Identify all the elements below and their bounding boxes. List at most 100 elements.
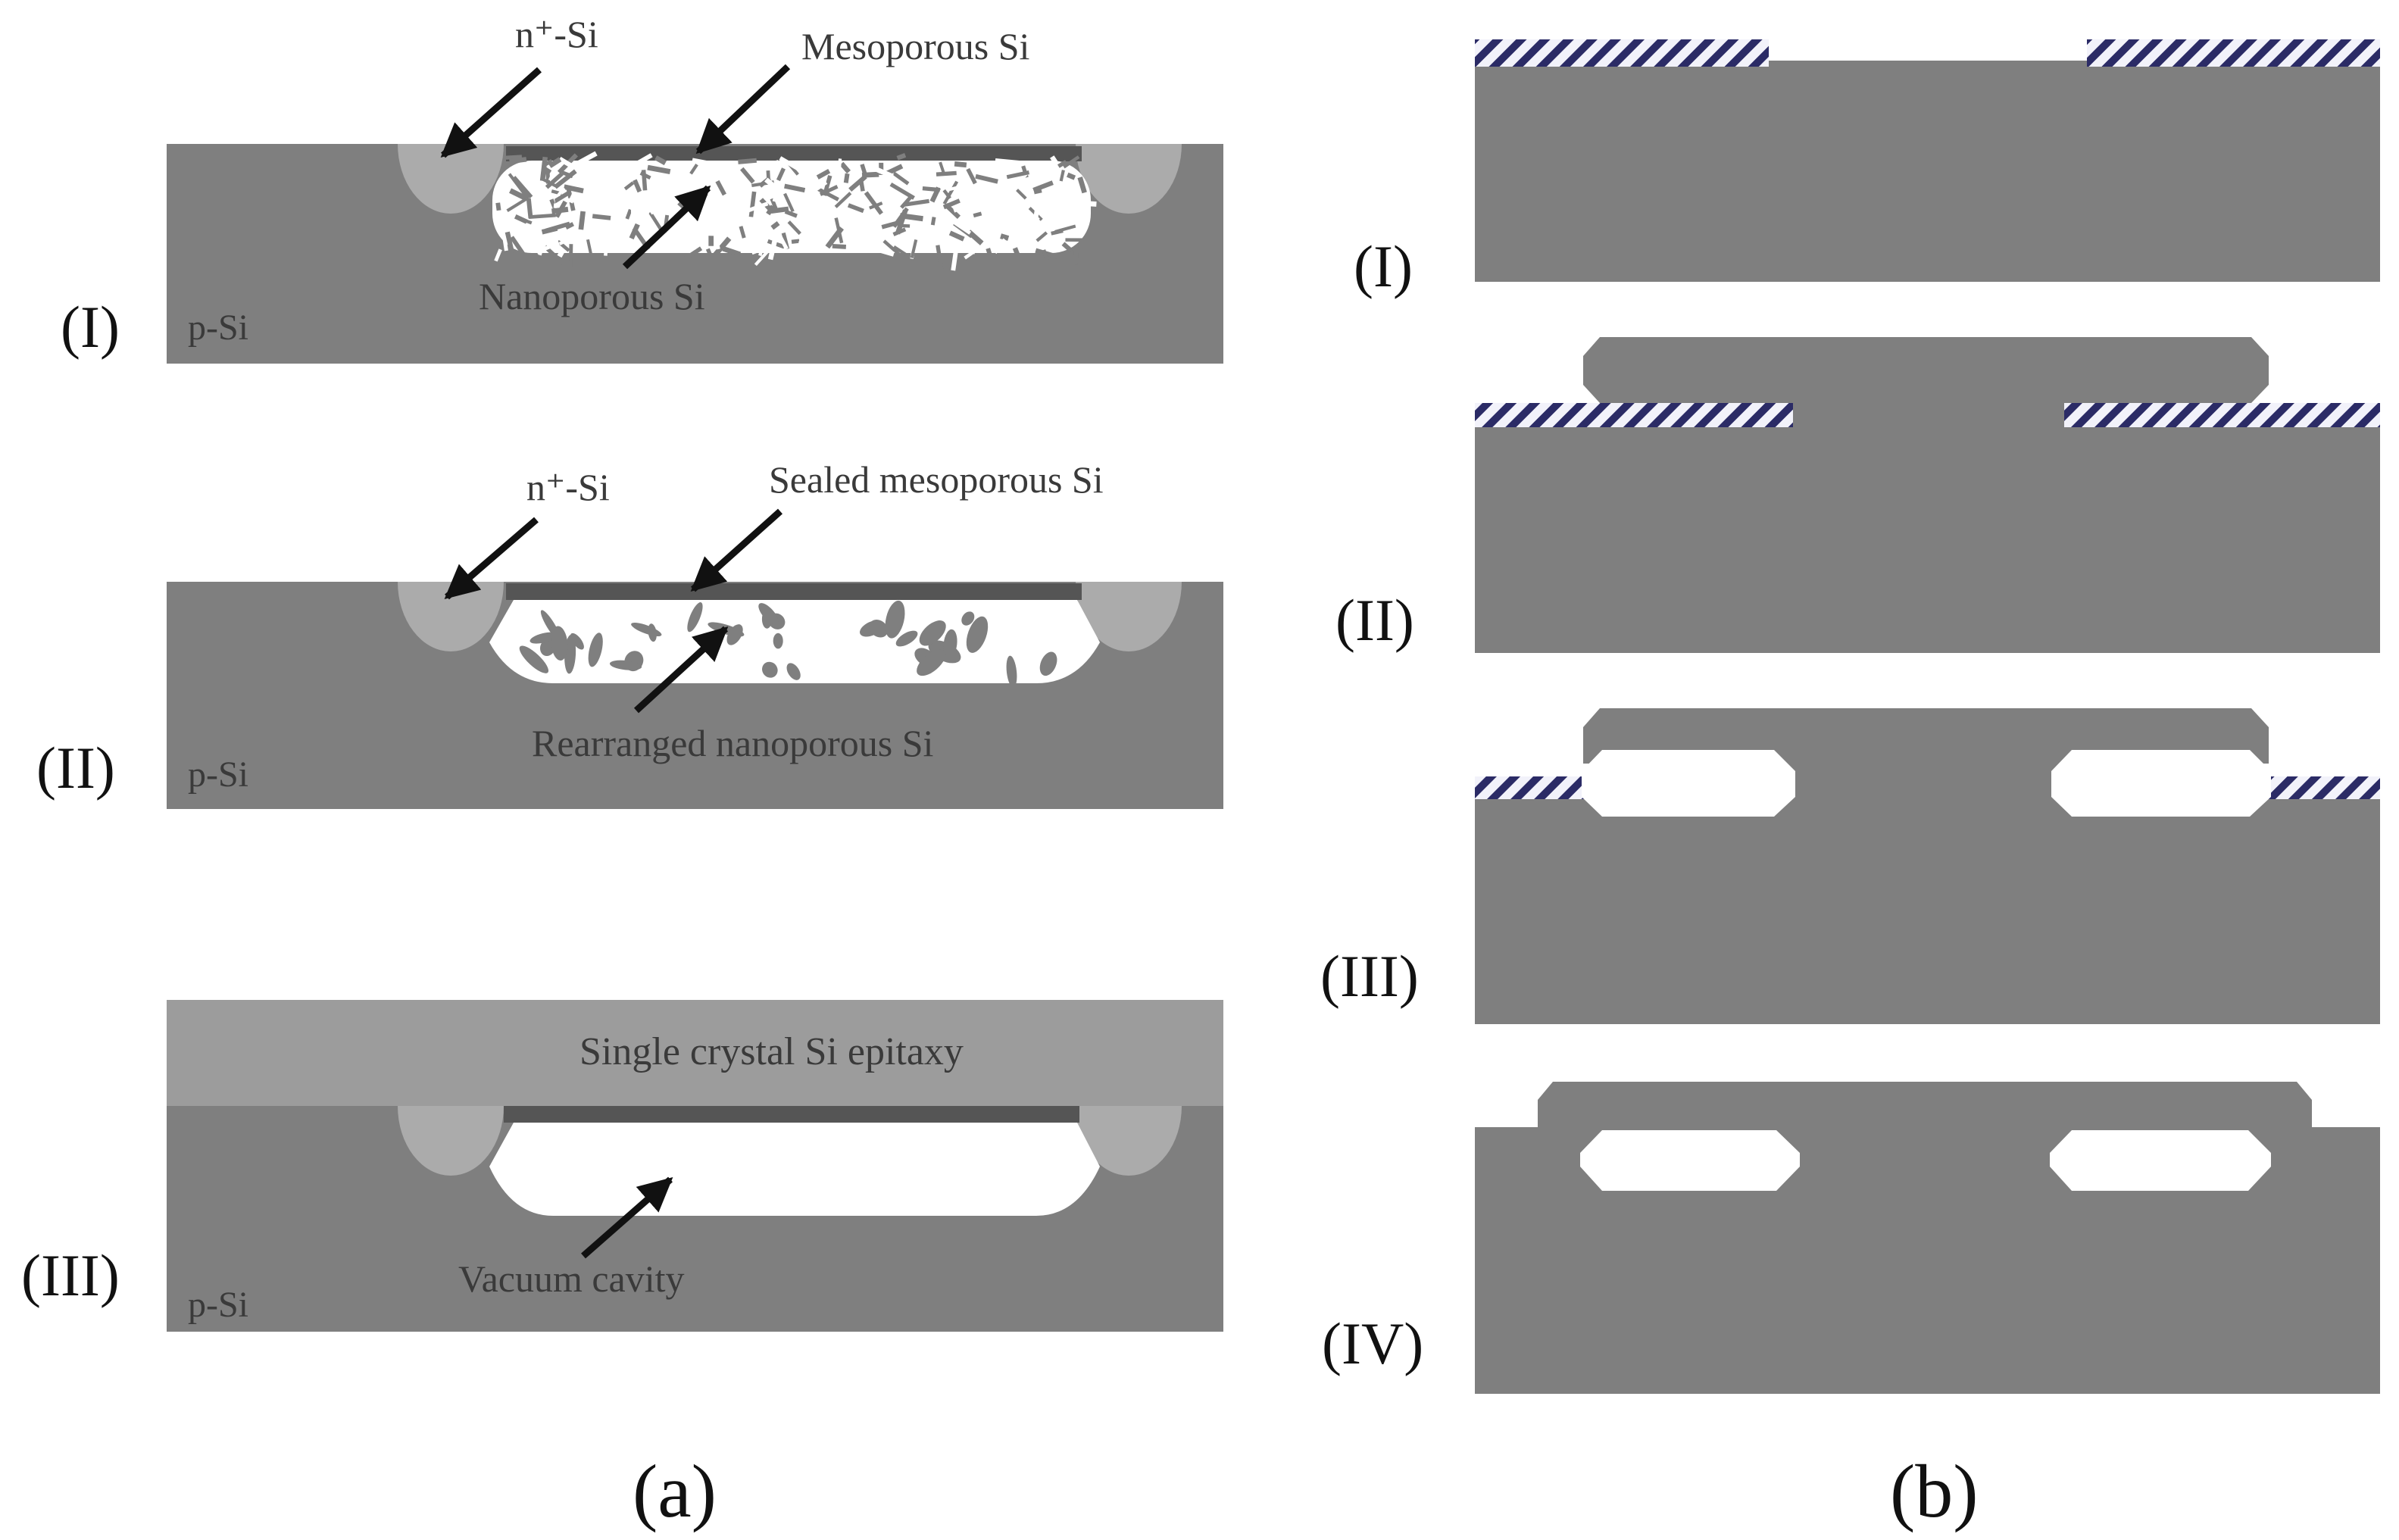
arrow: [581, 1176, 673, 1259]
pore-fiber: [992, 238, 1007, 255]
pore-fiber: [536, 241, 560, 255]
merged-si-layer: [1538, 1082, 2312, 1129]
silicon-blob: [761, 609, 773, 629]
pore-fiber: [656, 189, 667, 201]
pore-fiber: [586, 239, 593, 255]
pore-fiber: [689, 164, 698, 175]
panel-b-step-3: (III): [1320, 708, 2380, 1024]
panel-b-caption: (b): [1890, 1449, 1979, 1533]
pore-fiber: [776, 231, 789, 250]
pore-fiber: [494, 248, 502, 262]
pore-fiber: [558, 236, 573, 245]
pore-fiber: [783, 192, 795, 213]
pore-fiber: [696, 217, 708, 241]
pore-fiber: [791, 239, 800, 244]
pore-fiber: [942, 198, 961, 210]
pore-fiber: [766, 205, 776, 216]
pore-fiber: [654, 155, 667, 166]
pore-fiber: [1033, 189, 1042, 195]
pore-fiber: [672, 175, 694, 180]
arrow: [690, 508, 783, 592]
pore-fiber: [585, 220, 598, 239]
pore-fiber: [607, 218, 617, 229]
step-label: (II): [1335, 587, 1414, 653]
pore-fiber: [776, 167, 786, 182]
pore-fiber: [1017, 215, 1040, 238]
n-plus-si-region-left: [398, 582, 504, 651]
pore-fiber: [543, 158, 553, 167]
panel-a-caption: (a): [633, 1449, 717, 1533]
pore-fiber: [571, 151, 598, 169]
pore-fiber: [930, 217, 936, 226]
silicon-blob: [570, 633, 584, 650]
silicon-blob: [895, 630, 918, 647]
mesoporous-si-label: Mesoporous Si: [801, 25, 1029, 67]
pore-fiber: [904, 198, 929, 207]
pore-fiber: [823, 202, 835, 212]
si-substrate: [1475, 424, 2380, 653]
rearranged-nanoporous-texture: [519, 600, 1057, 688]
silicon-blob: [529, 632, 558, 644]
pore-fiber: [948, 230, 965, 242]
pore-fiber: [1022, 180, 1034, 187]
substrate-label: p-Si: [188, 308, 248, 348]
sealed-mesoporous-si-layer: [506, 583, 1082, 600]
silicon-blob: [869, 619, 889, 638]
pore-fiber: [551, 206, 569, 214]
pore-fiber: [929, 186, 941, 203]
pore-fiber: [764, 177, 780, 192]
pore-fiber: [566, 198, 575, 203]
pore-fiber: [708, 163, 715, 173]
panel-b-step-2: (II): [1335, 337, 2380, 653]
n-plus-si-region-right: [1076, 1106, 1182, 1176]
pore-fiber: [554, 226, 574, 249]
pore-fiber: [951, 244, 976, 255]
pore-fiber: [772, 189, 780, 202]
silicon-blob: [762, 661, 778, 678]
pore-fiber: [1059, 170, 1065, 182]
pore-fiber: [578, 228, 586, 237]
pore-fiber: [1032, 180, 1054, 192]
grown-si-layer: [1583, 708, 2269, 764]
pore-fiber: [592, 214, 611, 220]
single-crystal-si-epitaxy-layer: [167, 1000, 1223, 1106]
pore-fiber: [545, 172, 564, 189]
pore-fiber: [1016, 189, 1027, 200]
pore-fiber: [639, 195, 656, 215]
pore-fiber: [496, 189, 504, 206]
pore-fiber: [895, 209, 908, 235]
nanoporous-texture: [494, 151, 1097, 273]
silicon-blob: [919, 620, 946, 646]
pore-fiber: [1073, 245, 1079, 266]
pore-fiber: [767, 233, 779, 261]
pore-fiber: [683, 246, 703, 261]
arrow: [695, 64, 791, 155]
pore-fiber: [754, 244, 774, 267]
pore-fiber: [1057, 160, 1067, 168]
silicon-blob: [588, 633, 603, 667]
pore-fiber: [539, 176, 558, 188]
silicon-blob: [917, 649, 946, 676]
pore-fiber: [951, 243, 960, 271]
buried-cavity-left: [1580, 1130, 1800, 1191]
pore-fiber: [740, 167, 755, 184]
pore-fiber: [726, 180, 733, 189]
pore-fiber: [975, 173, 998, 184]
pore-fiber: [876, 229, 887, 239]
pore-fiber: [692, 237, 704, 250]
step-label: (III): [1320, 943, 1419, 1009]
pore-fiber: [623, 181, 635, 191]
pore-fiber: [692, 158, 715, 167]
pore-fiber: [1072, 200, 1097, 207]
pore-fiber: [568, 244, 573, 267]
pore-fiber: [752, 160, 779, 171]
hard-mask-left: [1475, 39, 1769, 67]
pore-fiber: [591, 231, 599, 251]
si-substrate: [1475, 61, 2380, 282]
arrow: [633, 626, 729, 714]
n-plus-si-region-left: [398, 144, 504, 214]
pore-fiber: [770, 221, 780, 230]
pore-fiber: [798, 226, 811, 245]
pore-fiber: [528, 213, 556, 220]
step-label: (II): [36, 735, 115, 801]
